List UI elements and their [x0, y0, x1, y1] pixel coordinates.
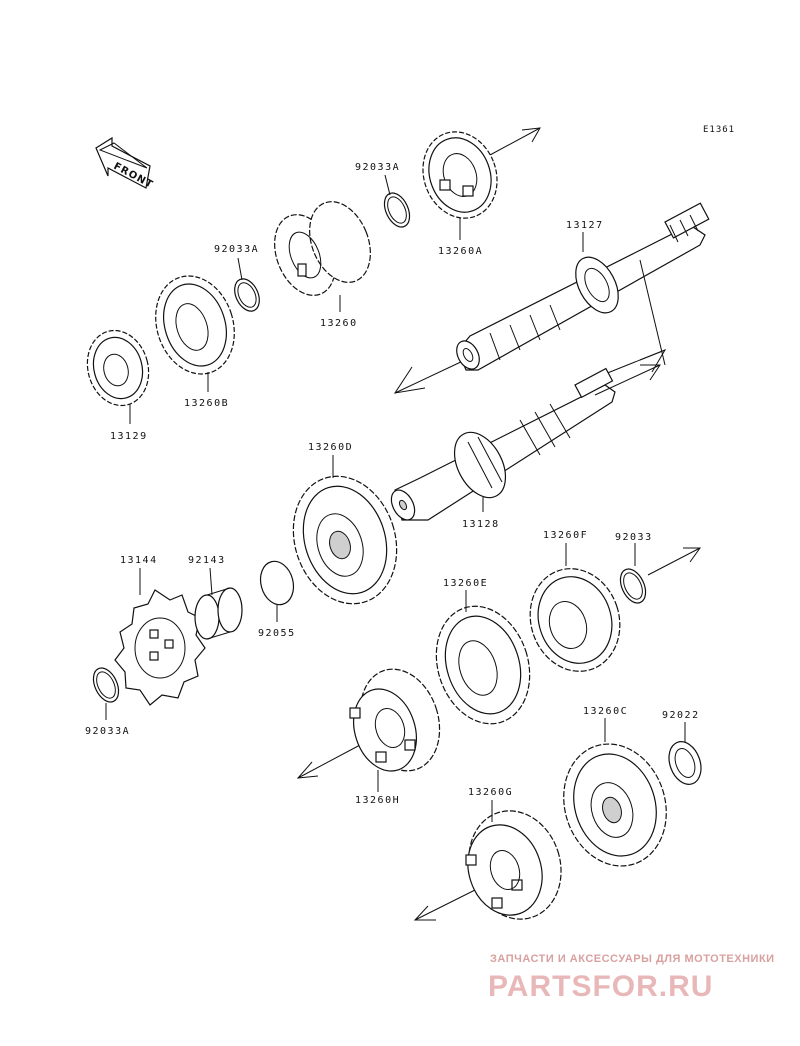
label-13260F: 13260F [543, 530, 588, 541]
label-13127: 13127 [566, 220, 604, 231]
diagram-code: E1361 [703, 125, 735, 135]
label-13144: 13144 [120, 555, 158, 566]
gear-13260B [155, 275, 235, 375]
watermark-tagline: ЗАПЧАСТИ И АКСЕССУАРЫ ДЛЯ МОТОТЕХНИКИ [490, 953, 775, 965]
label-13260B: 13260B [184, 398, 229, 409]
label-92033A-bot: 92033A [85, 726, 130, 737]
label-13260H: 13260H [355, 795, 400, 806]
label-92033A-top: 92033A [355, 162, 400, 173]
label-13260E: 13260E [443, 578, 488, 589]
washer-92022 [668, 741, 702, 785]
gear-13260F [529, 568, 621, 672]
label-92055: 92055 [258, 628, 296, 639]
label-13260C: 13260C [583, 706, 628, 717]
label-13260G: 13260G [468, 787, 513, 798]
gear-13260D [292, 475, 398, 605]
oring-92055 [259, 560, 295, 606]
sprocket-13144 [114, 589, 206, 706]
label-92033A-mid: 92033A [214, 244, 259, 255]
label-92022: 92022 [662, 710, 700, 721]
watermark-logo: PARTSFOR.RU [488, 970, 713, 1003]
gear-13260G [465, 810, 562, 920]
shaft-13127 [393, 202, 710, 394]
gear-13260C [563, 743, 667, 867]
label-13260D: 13260D [308, 442, 353, 453]
gear-13260 [274, 201, 371, 296]
label-92033: 92033 [615, 532, 653, 543]
gear-13129 [86, 329, 150, 407]
gear-13260H [349, 668, 441, 772]
collar-92143 [194, 587, 243, 640]
gear-13260E [435, 605, 531, 725]
circlip-92033A-bot [92, 667, 120, 703]
circlip-92033 [619, 568, 647, 604]
label-92143: 92143 [188, 555, 226, 566]
circlip-92033A-mid [234, 278, 260, 312]
gear-13260A [422, 131, 498, 219]
label-13129: 13129 [110, 431, 148, 442]
label-13128: 13128 [462, 519, 500, 530]
front-arrow-icon: FRONT [95, 136, 155, 191]
circlip-92033A-top [383, 192, 411, 228]
label-13260A: 13260A [438, 246, 483, 257]
shaft-13128 [390, 364, 661, 521]
label-13260: 13260 [320, 318, 358, 329]
